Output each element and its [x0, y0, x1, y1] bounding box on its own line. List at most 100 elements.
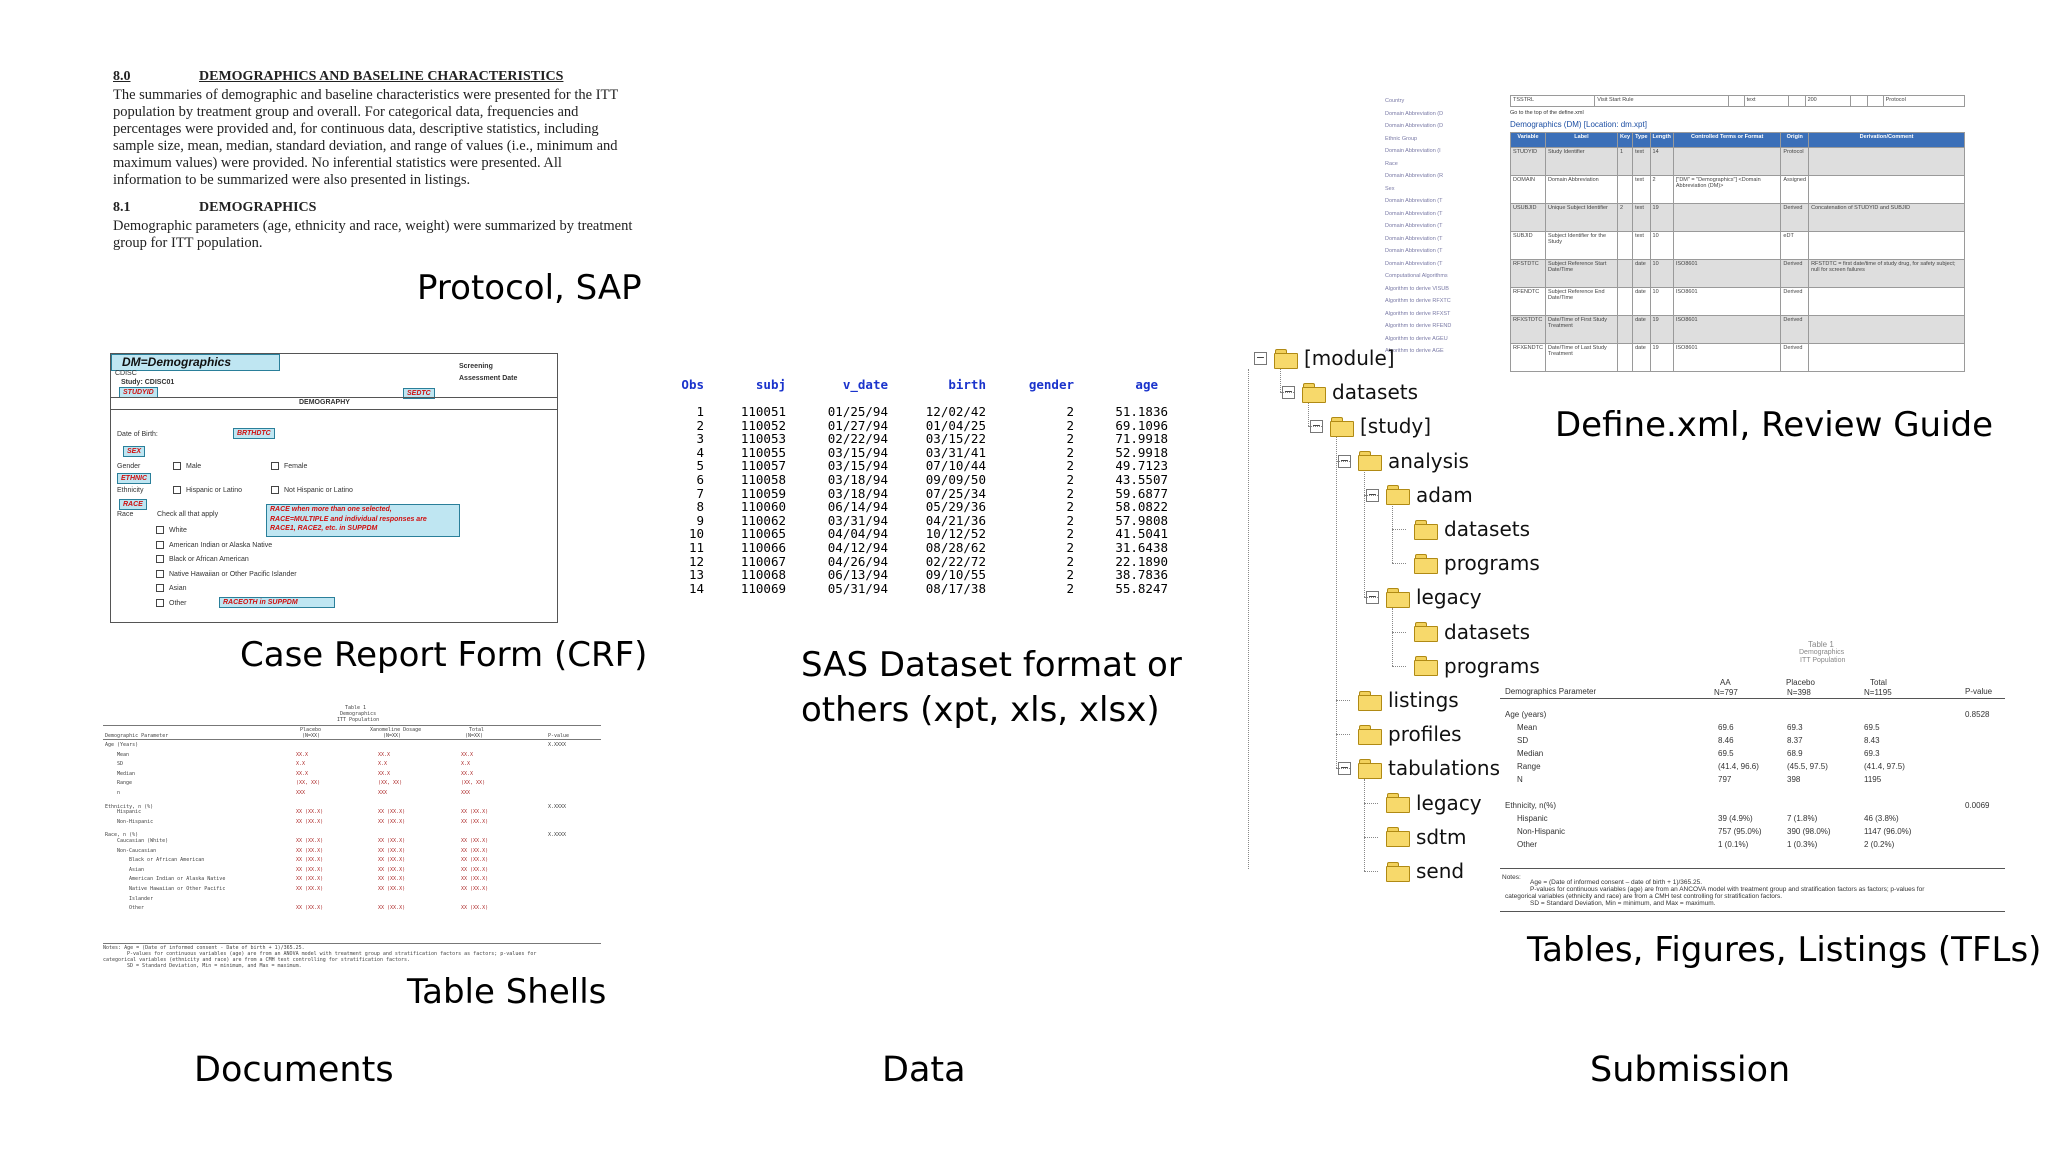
- tfl-row-value: 1 (0.3%): [1787, 840, 1818, 849]
- define-nav-link[interactable]: Computational Algorithms: [1385, 273, 1448, 279]
- define-cell: RFXSTDTC: [1510, 315, 1546, 344]
- define-nav-link[interactable]: Domain Abbreviation (R: [1385, 173, 1444, 179]
- collapse-toggle-icon[interactable]: −: [1254, 351, 1267, 365]
- tree-node[interactable]: legacy: [1386, 790, 1482, 816]
- sas-cell: 110051: [740, 404, 786, 419]
- sas-cell: 110066: [740, 540, 786, 555]
- tree-node[interactable]: datasets: [1302, 379, 1418, 405]
- tree-node[interactable]: [module]: [1274, 345, 1395, 371]
- define-cell: [1808, 175, 1965, 204]
- define-nav-link[interactable]: Domain Abbreviation (T: [1385, 235, 1443, 242]
- sas-cell: 12/02/42: [925, 404, 986, 419]
- tree-node[interactable]: datasets: [1414, 619, 1530, 645]
- shell-row-value: XX.X: [461, 770, 474, 777]
- define-nav-link[interactable]: Domain Abbreviation (T: [1385, 260, 1443, 267]
- tfl-row-value: 8.46: [1718, 736, 1734, 745]
- tree-node[interactable]: send: [1386, 858, 1464, 884]
- define-nav-link[interactable]: Algorithm to derive RFEND: [1385, 323, 1452, 329]
- define-nav-link[interactable]: Algorithm to derive RFXTC: [1385, 298, 1451, 304]
- define-nav-link[interactable]: Domain Abbreviation (T: [1385, 198, 1443, 204]
- define-cell: 19: [1649, 315, 1674, 344]
- tree-node[interactable]: sdtm: [1386, 824, 1466, 850]
- define-nav-link[interactable]: Algorithm to derive AGE: [1385, 348, 1444, 354]
- crf-race-option-checkbox[interactable]: [156, 540, 164, 549]
- define-nav-link[interactable]: Sex: [1385, 185, 1395, 192]
- sas-cell: 110067: [740, 553, 786, 569]
- tree-node[interactable]: adam: [1386, 482, 1473, 508]
- tree-node-label: programs: [1444, 551, 1540, 576]
- tree-node-label: sdtm: [1416, 824, 1467, 849]
- shell-col-2: Xanomeline Dosage: [370, 727, 422, 733]
- tfl-row-label: Hispanic: [1517, 814, 1548, 823]
- sas-cell: 08/17/38: [925, 580, 986, 596]
- define-header-cell: Label: [1544, 132, 1618, 148]
- tree-node[interactable]: tabulations: [1358, 755, 1500, 781]
- define-nav-link[interactable]: Domain Abbreviation (T: [1385, 210, 1443, 217]
- shell-row-value: XX (XX.X): [461, 876, 489, 883]
- tfl-row-value: 8.43: [1864, 736, 1880, 745]
- folder-icon-tab: [1359, 451, 1371, 458]
- sas-cell: 2: [1066, 444, 1074, 460]
- tree-node[interactable]: listings: [1358, 687, 1459, 713]
- folder-icon-body: [1414, 557, 1438, 574]
- define-to-top-link[interactable]: Go to the top of the define.xml: [1510, 110, 1584, 116]
- tfl-row-label: Mean: [1517, 723, 1538, 732]
- tree-node-label: datasets: [1332, 380, 1419, 405]
- tree-node[interactable]: profiles: [1358, 721, 1462, 747]
- shell-row-value: XX (XX.X): [296, 905, 324, 912]
- shell-row-value: XX (XX.X): [378, 886, 406, 892]
- define-cell: date: [1632, 287, 1651, 316]
- tree-node[interactable]: programs: [1414, 653, 1540, 679]
- shell-row-value: XXX: [378, 790, 388, 796]
- define-nav-link[interactable]: Country: [1385, 98, 1405, 104]
- define-nav-link[interactable]: Race: [1385, 160, 1398, 167]
- crf-race-option-checkbox[interactable]: [156, 598, 164, 607]
- shell-row-value: (XX, XX): [461, 780, 486, 787]
- define-cell: USUBJID: [1510, 203, 1546, 232]
- crf-race-option-checkbox[interactable]: [156, 555, 164, 563]
- crf-race-option-label: Black or African American: [169, 556, 249, 563]
- tree-node[interactable]: analysis: [1358, 448, 1469, 474]
- define-nav-link[interactable]: Domain Abbreviation (D: [1385, 123, 1444, 129]
- crf-race-option-checkbox[interactable]: [156, 526, 164, 534]
- tree-node-label: datasets: [1444, 517, 1531, 541]
- folder-icon: [1386, 587, 1410, 608]
- sas-cell: 2: [1066, 553, 1074, 569]
- shell-row-label: Islander: [129, 895, 154, 902]
- define-nav-link[interactable]: Ethnic Group: [1385, 135, 1418, 142]
- crf-race-option-checkbox[interactable]: [156, 584, 164, 592]
- sas-cell: 03/18/94: [827, 485, 888, 501]
- crf-nothisp-checkbox[interactable]: [271, 486, 279, 494]
- define-nav-link[interactable]: Domain Abbreviation (D: [1385, 110, 1444, 117]
- shell-row-value: XXX: [296, 790, 306, 796]
- crf-hisp-checkbox[interactable]: [173, 486, 181, 494]
- tree-node[interactable]: [study]: [1330, 413, 1431, 439]
- define-nav-link[interactable]: Algorithm to derive VISUB: [1385, 285, 1449, 292]
- shell-col-1: Placebo: [300, 727, 322, 733]
- shell-row-label: Asian: [129, 866, 145, 873]
- define-nav-link[interactable]: Algorithm to derive AGEU: [1385, 335, 1448, 342]
- shell-row-value: XX (XX.X): [296, 857, 324, 864]
- crf-female-checkbox[interactable]: [271, 462, 279, 470]
- tree-connector: [1364, 471, 1365, 598]
- tree-node[interactable]: programs: [1414, 550, 1540, 576]
- folder-icon-body: [1386, 591, 1410, 608]
- define-nav-link[interactable]: Algorithm to derive RFXST: [1385, 310, 1451, 317]
- tree-node[interactable]: legacy: [1386, 584, 1482, 610]
- shell-row-label: Ethnicity, n (%): [105, 803, 154, 810]
- define-nav-link[interactable]: Domain Abbreviation (I: [1385, 148, 1441, 154]
- tfl-row-value: 2 (0.2%): [1864, 840, 1895, 849]
- define-nav-link[interactable]: Domain Abbreviation (T: [1385, 248, 1443, 254]
- tree-node[interactable]: datasets: [1414, 516, 1530, 542]
- define-nav-link[interactable]: Domain Abbreviation (T: [1385, 223, 1443, 229]
- tree-connector: [1364, 779, 1365, 871]
- sas-cell: 03/31/94: [827, 512, 888, 528]
- sas-cell: 03/31/41: [925, 444, 986, 460]
- crf-male-checkbox[interactable]: [173, 462, 181, 470]
- crf-race-option-checkbox[interactable]: [156, 569, 164, 578]
- tree-connector: [1364, 836, 1378, 838]
- define-cell: ["DM" = "Demographics"] <Domain Abbrevia…: [1672, 175, 1782, 204]
- sas-cell: 03/18/94: [827, 472, 888, 487]
